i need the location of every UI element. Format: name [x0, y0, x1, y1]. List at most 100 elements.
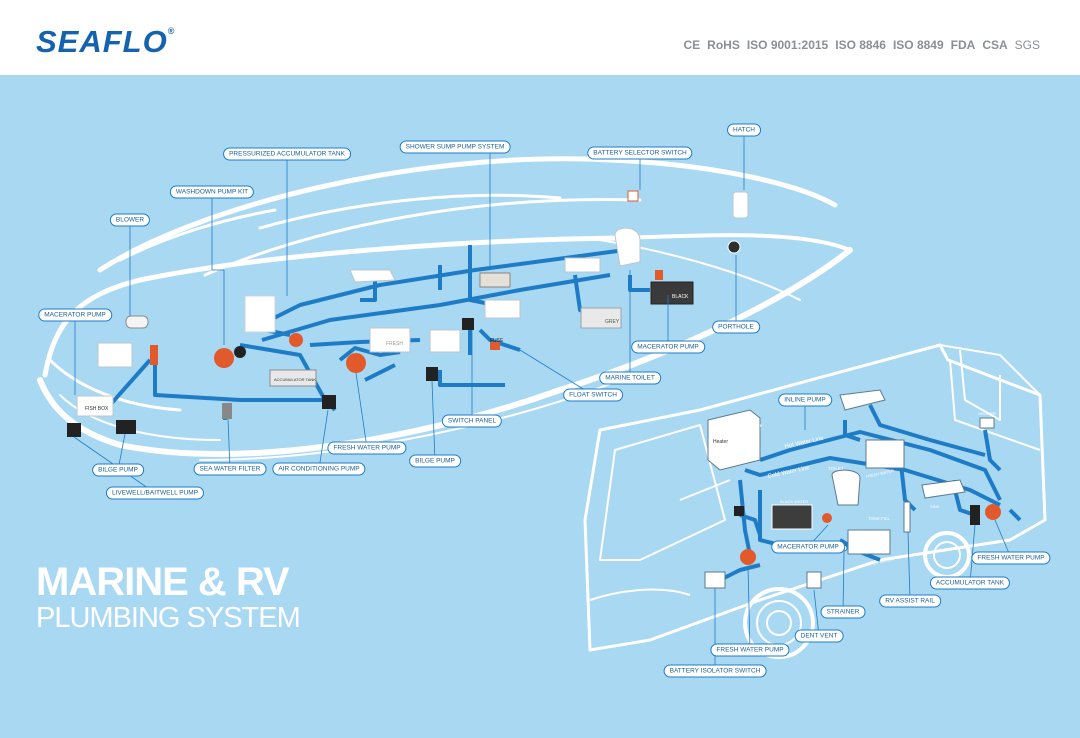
accumulator-tank-shape [244, 295, 276, 333]
fuse-shape [490, 342, 500, 350]
fish-box-text: FISH BOX [85, 406, 109, 412]
label-rv-accumulator[interactable]: ACCUMULATOR TANK [929, 576, 1011, 590]
macerator-pump-left-shape [150, 345, 158, 365]
label-battery-selector[interactable]: BATTERY SELECTOR SWITCH [587, 146, 693, 160]
grey-water-tank-rv [847, 529, 891, 555]
livewell-pump-shape [67, 423, 81, 437]
ce-mark: CE [683, 38, 701, 52]
label-strainer[interactable]: STRAINER [820, 605, 866, 619]
fresh-tank-text: FRESH [386, 341, 403, 347]
label-dent-vent[interactable]: DENT VENT [794, 629, 844, 643]
plumbing-diagram: FUSE FISH BOX GREY BLACK FRESH ACCUMULAT… [37, 133, 1047, 671]
label-float-switch[interactable]: FLOAT SWITCH [563, 388, 623, 402]
battery-isolator-shape [704, 571, 726, 589]
iso-8849-mark: ISO 8849 [892, 38, 944, 52]
label-marine-toilet[interactable]: MARINE TOILET [599, 371, 661, 385]
washdown-pump-shape [214, 348, 234, 368]
rv-galley-sink [921, 479, 966, 499]
diagram-stage: FUSE FISH BOX GREY BLACK FRESH ACCUMULAT… [0, 75, 1080, 738]
black-water-text: BLACK WATER [780, 499, 808, 504]
iso-9001-mark: ISO 9001:2015 [746, 38, 829, 52]
boat-components [67, 190, 749, 437]
battery-selector-shape [627, 190, 639, 202]
bilge-pump-left-shape [116, 420, 136, 434]
label-switch-panel[interactable]: SWITCH PANEL [441, 414, 503, 428]
rv-sink-top [839, 389, 886, 411]
grey-tank-text: GREY [605, 319, 620, 325]
iso-8846-mark: ISO 8846 [835, 38, 886, 52]
label-porthole[interactable]: PORTHOLE [712, 320, 760, 334]
shower-tray [484, 299, 521, 319]
label-rv-macerator[interactable]: MACERATOR PUMP [771, 540, 845, 554]
blower-shape [125, 315, 149, 329]
fresh-water-tank-rv [865, 439, 905, 469]
black-tank-text: BLACK [672, 294, 689, 300]
label-battery-isolator[interactable]: BATTERY ISOLATOR SWITCH [663, 664, 767, 678]
black-tank [650, 281, 694, 305]
label-macerator-right[interactable]: MACERATOR PUMP [631, 340, 705, 354]
rv-inline-pump-shape [734, 506, 744, 516]
rv-fresh-pump-bottom [740, 549, 756, 565]
grey-water-text: GREY WATER [867, 557, 894, 567]
label-hatch[interactable]: HATCH [727, 123, 761, 137]
accumulator-tank-rv [970, 505, 980, 525]
fresh-tank-shape [369, 327, 411, 353]
poster-subtitle: PLUMBING SYSTEM [36, 602, 301, 634]
label-rv-fresh-water-pump-bottom[interactable]: FRESH WATER PUMP [710, 643, 790, 657]
label-fresh-water-pump[interactable]: FRESH WATER PUMP [327, 441, 407, 455]
bilge-pump-mid-shape [426, 367, 438, 381]
rv-toilet-shape [831, 469, 861, 506]
macerator-pump-right-shape [655, 270, 663, 280]
rv-components [704, 389, 1001, 589]
galley-sink [564, 257, 601, 273]
label-rv-assist-rail[interactable]: RV ASSIST RAIL [879, 594, 941, 608]
porthole-shape [727, 240, 741, 254]
check-valve-text: CHECK VALVE [735, 423, 763, 428]
rv-outline [583, 343, 1047, 659]
certification-logos: CE RoHS ISO 9001:2015 ISO 8846 ISO 8849 … [683, 38, 1040, 52]
label-blower[interactable]: BLOWER [109, 213, 151, 227]
sgs-mark: SGS [1014, 38, 1040, 52]
marine-toilet-shape [614, 227, 641, 267]
label-washdown[interactable]: WASHDOWN PUMP KIT [169, 185, 255, 199]
label-pressurized-tank[interactable]: PRESSURIZED ACCUMULATOR TANK [223, 147, 351, 161]
fuse-text: FUSE [490, 338, 504, 344]
sink-text: SINK [930, 504, 940, 509]
heater-text: Heater [713, 439, 728, 445]
sink-shape [349, 269, 396, 283]
dent-vent-shape [806, 571, 822, 589]
water-heater-shape [707, 409, 761, 471]
label-livewell[interactable]: LIVEWELL/BAITWELL PUMP [105, 486, 205, 500]
label-bilge-pump-left[interactable]: BILGE PUMP [92, 463, 144, 477]
fresh-water-pump-shape [346, 353, 366, 373]
header-bar: SEAFLO® CE RoHS ISO 9001:2015 ISO 8846 I… [0, 0, 1080, 76]
label-air-conditioning[interactable]: AIR CONDITIONING PUMP [272, 462, 366, 476]
fresh-water-text: FRESH WATER [865, 468, 894, 479]
label-shower-sump[interactable]: SHOWER SUMP PUMP SYSTEM [399, 140, 511, 154]
fish-box [76, 395, 114, 417]
macerator-tank [97, 342, 133, 368]
csa-mark: CSA [982, 38, 1008, 52]
shower-head-rv [979, 417, 995, 429]
label-macerator-left[interactable]: MACERATOR PUMP [38, 308, 112, 322]
black-water-tank-rv [771, 504, 813, 530]
grey-tank [580, 307, 622, 329]
poster-title: MARINE & RV [36, 560, 290, 604]
shower-sump-box [479, 272, 511, 288]
assist-rail-shape [903, 501, 911, 533]
washdown-motor [234, 346, 246, 358]
accumulator-box [269, 369, 317, 387]
seaflo-logo[interactable]: SEAFLO® [36, 24, 176, 59]
tank-fill-text: TANK FILL [868, 516, 890, 521]
shower-text: SHOWER [978, 411, 996, 416]
hatch-shape [732, 191, 749, 219]
switch-panel-box [429, 329, 461, 353]
label-bilge-pump-mid[interactable]: BILGE PUMP [409, 454, 461, 468]
label-rv-fresh-water-pump-right[interactable]: FRESH WATER PUMP [971, 551, 1051, 565]
boat-pump-shape [289, 333, 303, 347]
label-inline-pump[interactable]: INLINE PUMP [778, 393, 832, 407]
label-sea-water-filter[interactable]: SEA WATER FILTER [193, 462, 267, 476]
toilet-text: TOILET [828, 466, 844, 471]
rv-macerator-shape [822, 513, 832, 523]
air-con-pump [322, 395, 336, 409]
